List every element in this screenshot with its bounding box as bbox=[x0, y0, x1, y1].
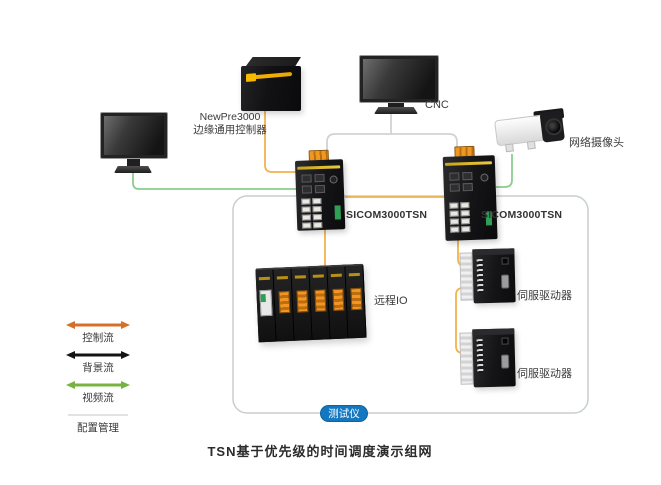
switch-right-body bbox=[442, 155, 498, 241]
cnc-label: CNC bbox=[425, 99, 449, 111]
remote-io-label: 远程IO bbox=[374, 295, 408, 307]
switch-left-body bbox=[294, 159, 346, 231]
edge-controller-front bbox=[241, 66, 301, 111]
servo-drive-1-device bbox=[459, 248, 516, 304]
legend-arrow-video bbox=[66, 381, 130, 389]
legend-line-mgmt bbox=[68, 414, 128, 416]
switch-left-stripe bbox=[297, 165, 341, 170]
legend-label-mgmt: 配置管理 bbox=[77, 422, 119, 434]
legend-arrow-control bbox=[66, 321, 130, 329]
switch-right-label: SICOM3000TSN bbox=[481, 209, 563, 221]
camera-foot-left bbox=[505, 143, 514, 153]
switch-left-device bbox=[294, 149, 348, 233]
switch-left-tag bbox=[334, 205, 342, 220]
switch-right-led bbox=[480, 173, 489, 182]
legend-item-mgmt: 配置管理 bbox=[66, 410, 130, 435]
switch-right-rj45-ports bbox=[449, 202, 471, 233]
monitor-left-screen bbox=[104, 116, 164, 155]
switch-right-device bbox=[442, 145, 499, 243]
servo-drive-1-front bbox=[472, 248, 516, 304]
camera-label: 网络摄像头 bbox=[569, 137, 624, 149]
edge-controller-device bbox=[237, 55, 307, 115]
cnc-monitor-screen bbox=[363, 59, 435, 99]
servo-drive-2-front bbox=[472, 328, 516, 388]
monitor-left bbox=[100, 112, 170, 174]
legend-arrow-background bbox=[66, 351, 130, 359]
test-boundary-rect bbox=[232, 195, 589, 414]
wire-monitor-to-switch1 bbox=[132, 171, 297, 190]
cnc-monitor-base bbox=[374, 107, 418, 114]
legend: 控制流 背景流 视频流 配置管理 bbox=[66, 320, 130, 440]
legend-label-background: 背景流 bbox=[82, 362, 114, 374]
switch-left-label: SICOM3000TSN bbox=[346, 209, 428, 221]
monitor-left-base bbox=[114, 166, 152, 173]
servo-drive-2-label: 伺服驱动器 bbox=[517, 368, 572, 380]
tester-badge: 测试仪 bbox=[320, 405, 368, 422]
wire-camera-to-switch2 bbox=[496, 154, 513, 188]
remote-io-device bbox=[255, 263, 367, 343]
wire-cnc-to-switches bbox=[326, 133, 458, 152]
legend-label-control: 控制流 bbox=[82, 332, 114, 344]
switch-left-led bbox=[329, 175, 338, 184]
remote-io-module bbox=[345, 265, 367, 339]
tester-badge-label: 测试仪 bbox=[328, 408, 360, 420]
servo-drive-1-side bbox=[459, 252, 474, 301]
switch-left-rj45-ports bbox=[301, 197, 323, 229]
legend-item-background: 背景流 bbox=[66, 350, 130, 375]
servo-drive-1-label: 伺服驱动器 bbox=[517, 290, 572, 302]
cnc-monitor-frame bbox=[359, 55, 439, 103]
edge-controller-desc: 边缘通用控制器 bbox=[193, 123, 267, 136]
monitor-left-frame bbox=[100, 112, 168, 159]
wire-edgecontroller-to-switch1 bbox=[264, 110, 297, 173]
edge-controller-label: NewPre3000 边缘通用控制器 bbox=[180, 111, 280, 136]
edge-controller-logo-swoosh bbox=[246, 71, 292, 81]
legend-item-video: 视频流 bbox=[66, 380, 130, 405]
legend-label-video: 视频流 bbox=[82, 392, 114, 404]
legend-item-control: 控制流 bbox=[66, 320, 130, 345]
cnc-monitor-neck bbox=[388, 103, 404, 109]
edge-controller-name: NewPre3000 bbox=[199, 111, 261, 123]
switch-right-stripe bbox=[444, 161, 492, 166]
edge-controller-top-face bbox=[245, 57, 301, 67]
cnc-monitor bbox=[359, 55, 441, 115]
switch-left-sfp-ports bbox=[301, 173, 326, 194]
diagram-title: TSN基于优先级的时间调度演示组网 bbox=[207, 444, 433, 459]
camera-foot-right bbox=[526, 140, 536, 150]
switch-right-sfp-ports bbox=[449, 171, 473, 192]
servo-drive-2-device bbox=[459, 328, 516, 388]
